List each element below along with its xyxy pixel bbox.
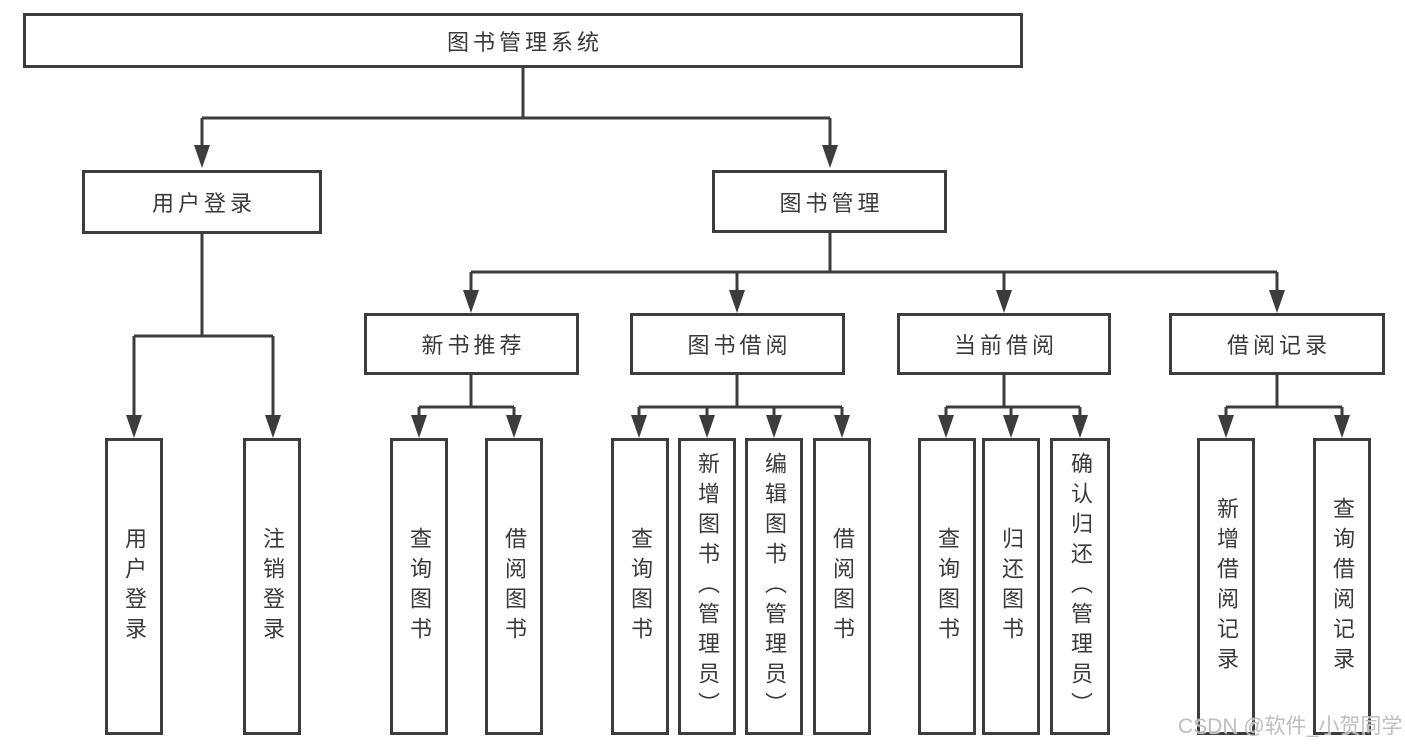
leaf-edit-book-admin: 编辑图书（管理员）	[745, 438, 803, 735]
node-library-management-system: 图书管理系统	[23, 13, 1023, 68]
leaf-logout: 注销登录	[243, 438, 301, 735]
arrowheads	[126, 145, 1350, 438]
connector-borrowrecords-to-leaves	[1224, 375, 1344, 417]
csdn-watermark: CSDN @软件_小贺同学	[1178, 715, 1403, 738]
node-new-book-recommend: 新书推荐	[364, 313, 579, 375]
leaf-user-login: 用户登录	[105, 438, 163, 735]
node-borrowing-records: 借阅记录	[1169, 313, 1385, 375]
connector-bookmgmt-to-level3	[469, 233, 1279, 292]
leaf-return-book: 归还图书	[982, 438, 1040, 735]
leaf-add-borrow-record: 新增借阅记录	[1197, 438, 1255, 735]
node-book-management: 图书管理	[712, 170, 947, 233]
leaf-borrow-books-borrowing: 借阅图书	[813, 438, 871, 735]
leaf-borrow-books-recommend: 借阅图书	[485, 438, 543, 735]
leaf-confirm-return-admin: 确认归还（管理员）	[1050, 438, 1110, 735]
connector-userlogin-to-leaves	[132, 234, 275, 417]
leaf-query-books-recommend: 查询图书	[390, 438, 448, 735]
connector-currentborrow-to-leaves	[944, 375, 1082, 417]
node-book-borrowing: 图书借阅	[630, 313, 845, 375]
leaf-query-borrow-record: 查询借阅记录	[1313, 438, 1371, 735]
leaf-query-books-borrowing: 查询图书	[611, 438, 669, 735]
node-user-login: 用户登录	[82, 170, 322, 234]
leaf-add-book-admin: 新增图书（管理员）	[678, 438, 736, 735]
connector-newbooks-to-leaves	[417, 375, 516, 417]
connector-bookborrow-to-leaves	[637, 375, 844, 417]
leaf-query-books-current: 查询图书	[918, 438, 976, 735]
node-current-borrowing: 当前借阅	[897, 313, 1111, 375]
connector-root-to-level2	[200, 68, 832, 147]
